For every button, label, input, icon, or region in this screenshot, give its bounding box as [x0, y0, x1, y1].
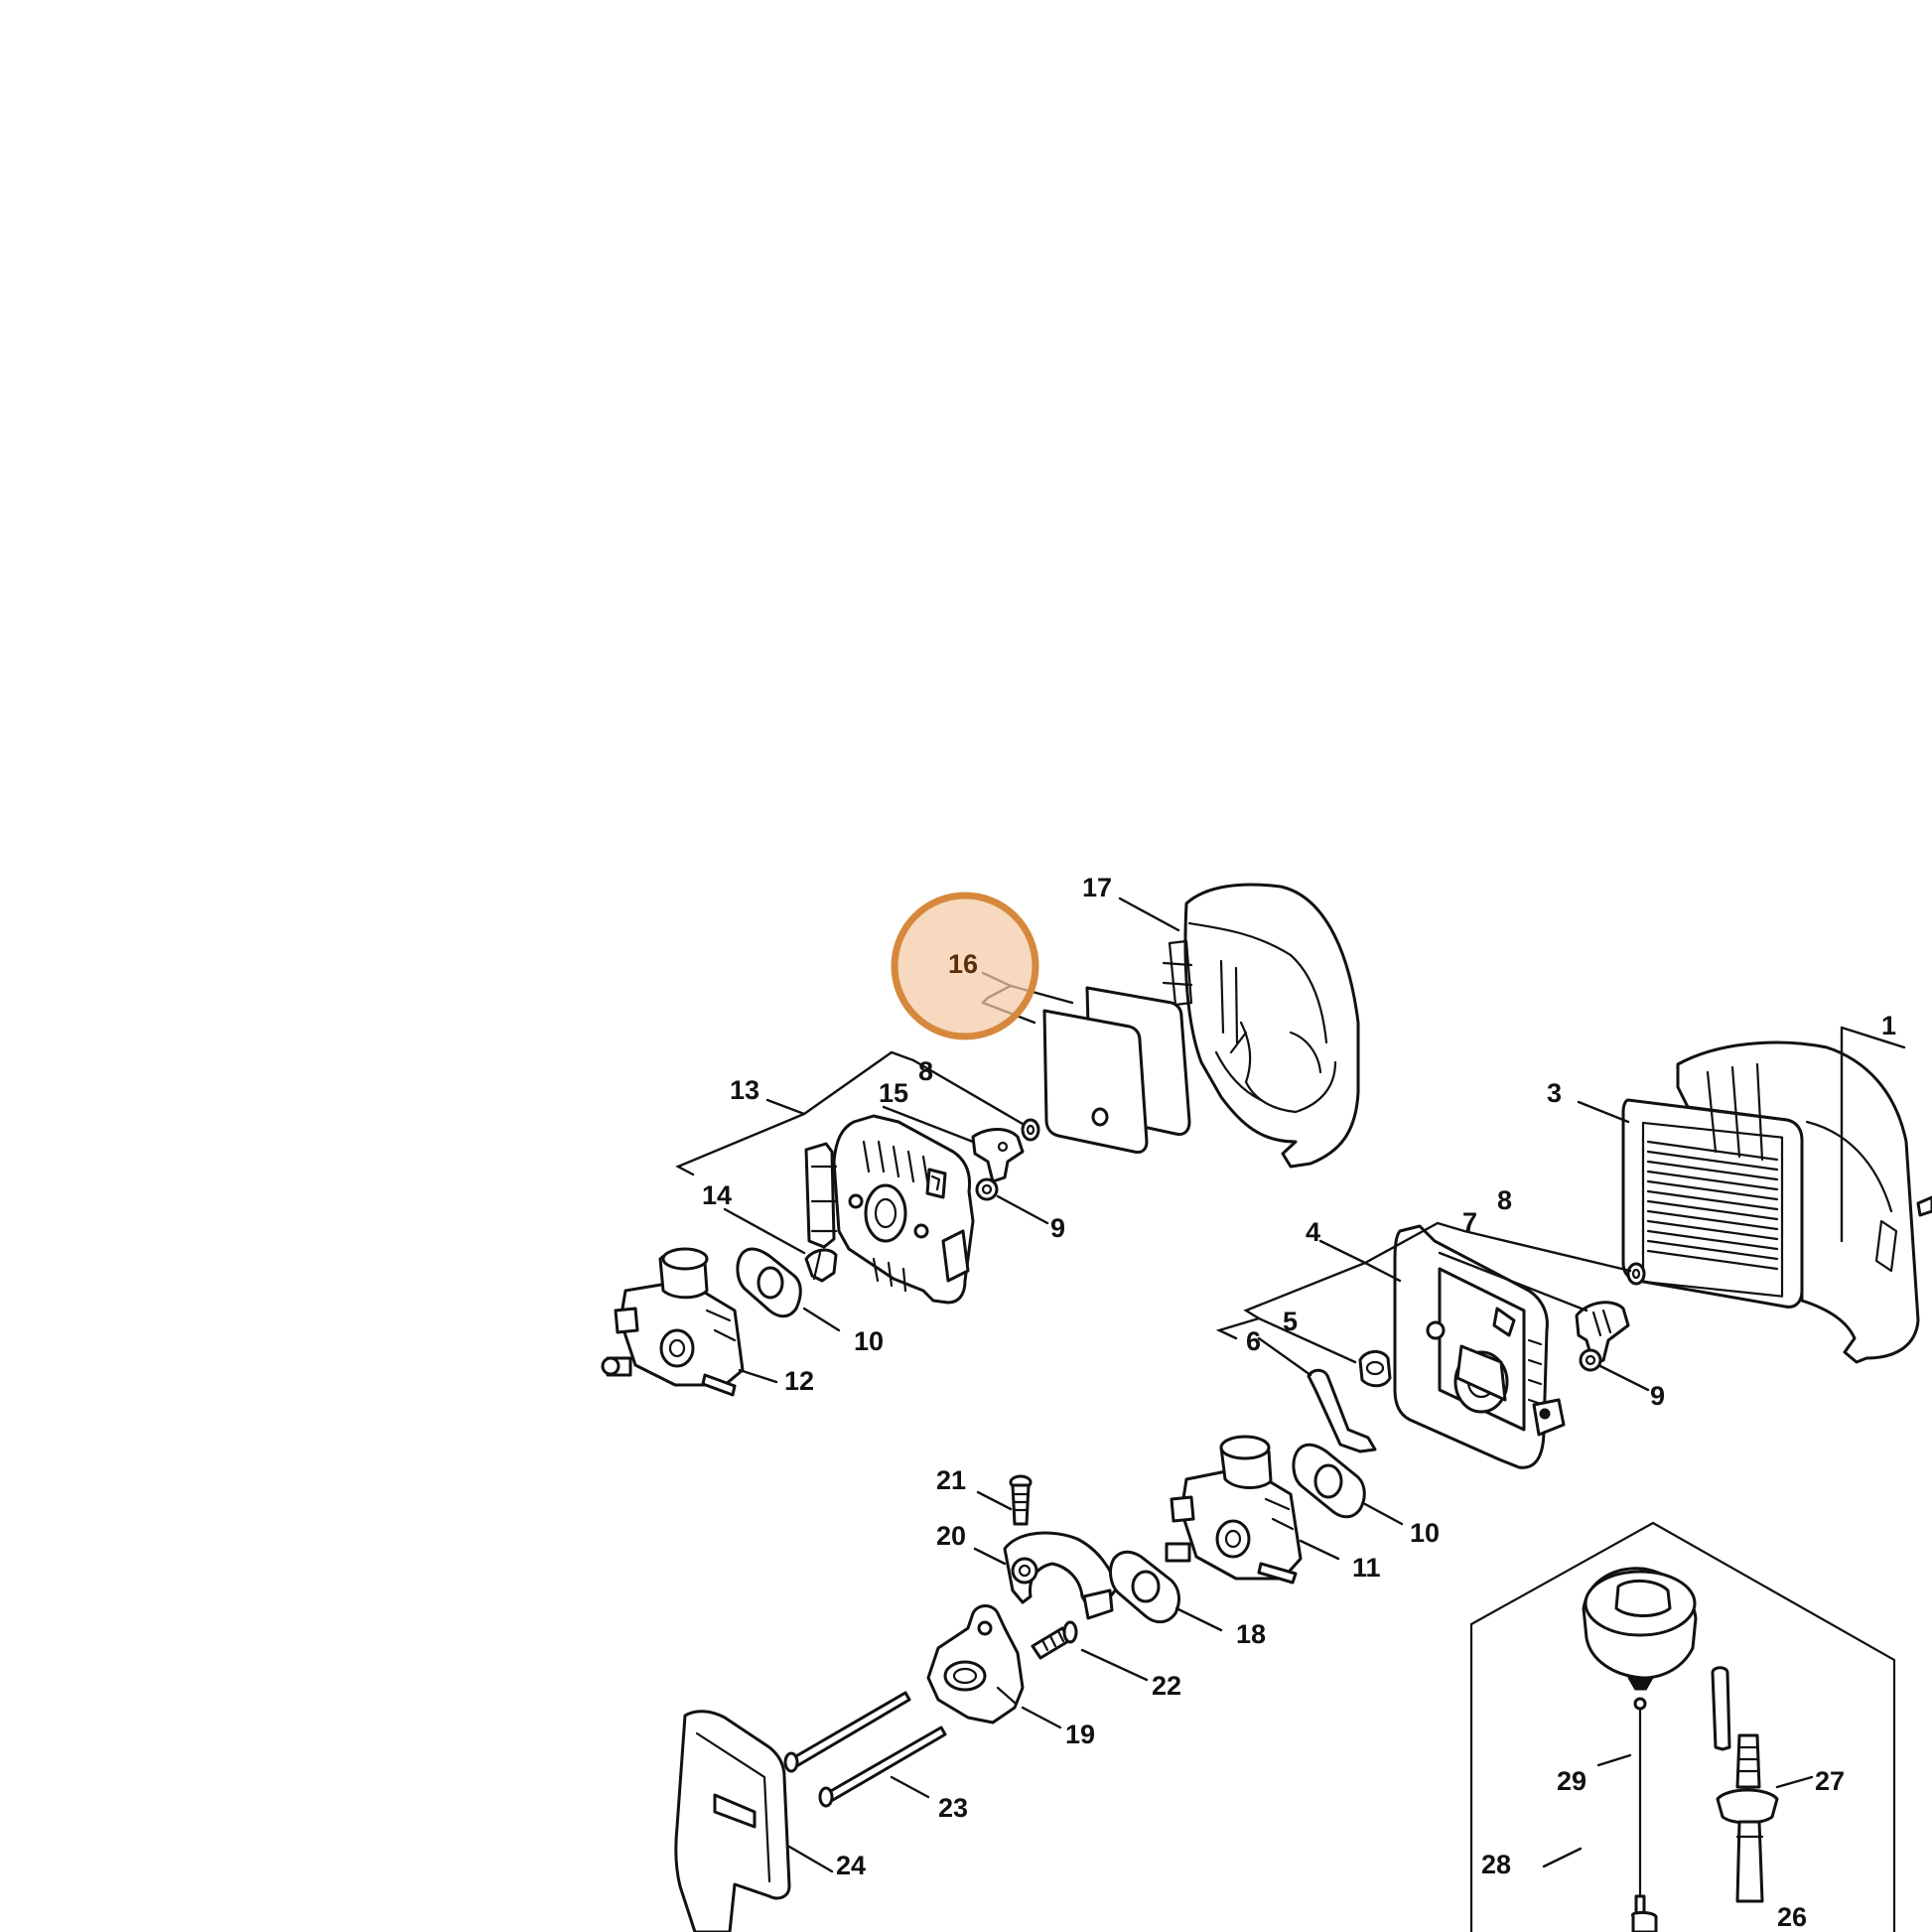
part-10-gasket-left[interactable]	[736, 1247, 802, 1318]
callout-labels: 1 3 4 5 6 7 8 8 9 9 10 10 11 12 13 14 15…	[702, 873, 1896, 1932]
part-14-lever[interactable]	[804, 1248, 838, 1283]
label-10-right[interactable]: 10	[1410, 1518, 1440, 1548]
label-3[interactable]: 3	[1547, 1078, 1562, 1108]
label-1[interactable]: 1	[1881, 1011, 1896, 1040]
highlight-circle	[891, 892, 1039, 1040]
label-15[interactable]: 15	[879, 1078, 908, 1108]
part-22-screw[interactable]	[1031, 1620, 1078, 1660]
label-21[interactable]: 21	[936, 1465, 966, 1495]
label-29[interactable]: 29	[1557, 1766, 1587, 1796]
part-6-lever[interactable]	[1307, 1368, 1377, 1453]
part-12-carburetor-left[interactable]	[601, 1247, 745, 1397]
label-13[interactable]: 13	[730, 1075, 759, 1105]
part-11-carburetor[interactable]	[1165, 1435, 1303, 1585]
edge-screw	[1916, 1195, 1932, 1217]
part-8-nut-left[interactable]	[1021, 1118, 1040, 1142]
part-19-intake-flange[interactable]	[926, 1604, 1025, 1725]
part-20-elbow[interactable]	[1003, 1531, 1119, 1620]
label-6[interactable]: 6	[1246, 1326, 1261, 1356]
label-9-right[interactable]: 9	[1650, 1381, 1665, 1411]
part-13-housing[interactable]	[804, 1114, 975, 1305]
label-18[interactable]: 18	[1236, 1619, 1266, 1649]
part-26-fuel-pickup[interactable]	[1631, 1911, 1658, 1932]
part-4-housing[interactable]	[1393, 1224, 1566, 1469]
label-28[interactable]: 28	[1481, 1850, 1511, 1879]
part-17-filter-cover[interactable]	[1162, 883, 1360, 1169]
part-28-fuel-group-box	[1469, 1521, 1896, 1932]
label-22[interactable]: 22	[1152, 1671, 1181, 1701]
label-24[interactable]: 24	[836, 1851, 866, 1880]
part-9-nut-left[interactable]	[975, 1177, 999, 1201]
part-8-nut-right[interactable]	[1626, 1262, 1646, 1286]
label-4[interactable]: 4	[1306, 1217, 1320, 1247]
part-21-screw[interactable]	[1009, 1474, 1033, 1526]
label-26[interactable]: 26	[1777, 1902, 1807, 1932]
label-10-left[interactable]: 10	[854, 1326, 884, 1356]
label-11[interactable]: 11	[1352, 1553, 1381, 1583]
label-27[interactable]: 27	[1815, 1766, 1845, 1796]
part-9-nut-right[interactable]	[1579, 1348, 1602, 1372]
label-8-upper[interactable]: 8	[918, 1056, 933, 1086]
part-16-filter[interactable]	[1042, 986, 1191, 1154]
label-8-right[interactable]: 8	[1497, 1185, 1512, 1215]
part-7-latch[interactable]	[1575, 1301, 1630, 1366]
part-10-gasket-right[interactable]	[1292, 1443, 1366, 1519]
label-19[interactable]: 19	[1065, 1720, 1095, 1749]
part-27-fuel-hose[interactable]	[1711, 1666, 1779, 1903]
part-15-latch[interactable]	[971, 1128, 1025, 1183]
label-5[interactable]: 5	[1283, 1307, 1298, 1336]
part-29-fuel-cap[interactable]	[1582, 1567, 1698, 1918]
label-16[interactable]: 16	[948, 949, 978, 979]
label-23[interactable]: 23	[938, 1793, 968, 1823]
label-9-left[interactable]: 9	[1050, 1213, 1065, 1243]
part-23-bolts[interactable]	[783, 1691, 947, 1808]
label-12[interactable]: 12	[784, 1366, 814, 1396]
part-1-cover[interactable]	[1676, 1040, 1920, 1364]
label-20[interactable]: 20	[936, 1521, 966, 1551]
part-3-filter-housing[interactable]	[1621, 1098, 1804, 1309]
label-7[interactable]: 7	[1462, 1207, 1477, 1237]
part-5-bushing[interactable]	[1358, 1350, 1392, 1388]
label-17[interactable]: 17	[1082, 873, 1112, 902]
leader-lines	[675, 897, 1906, 1873]
part-24-heat-shield[interactable]	[674, 1710, 791, 1932]
label-14[interactable]: 14	[702, 1180, 732, 1210]
part-18-gasket[interactable]	[1109, 1550, 1180, 1624]
